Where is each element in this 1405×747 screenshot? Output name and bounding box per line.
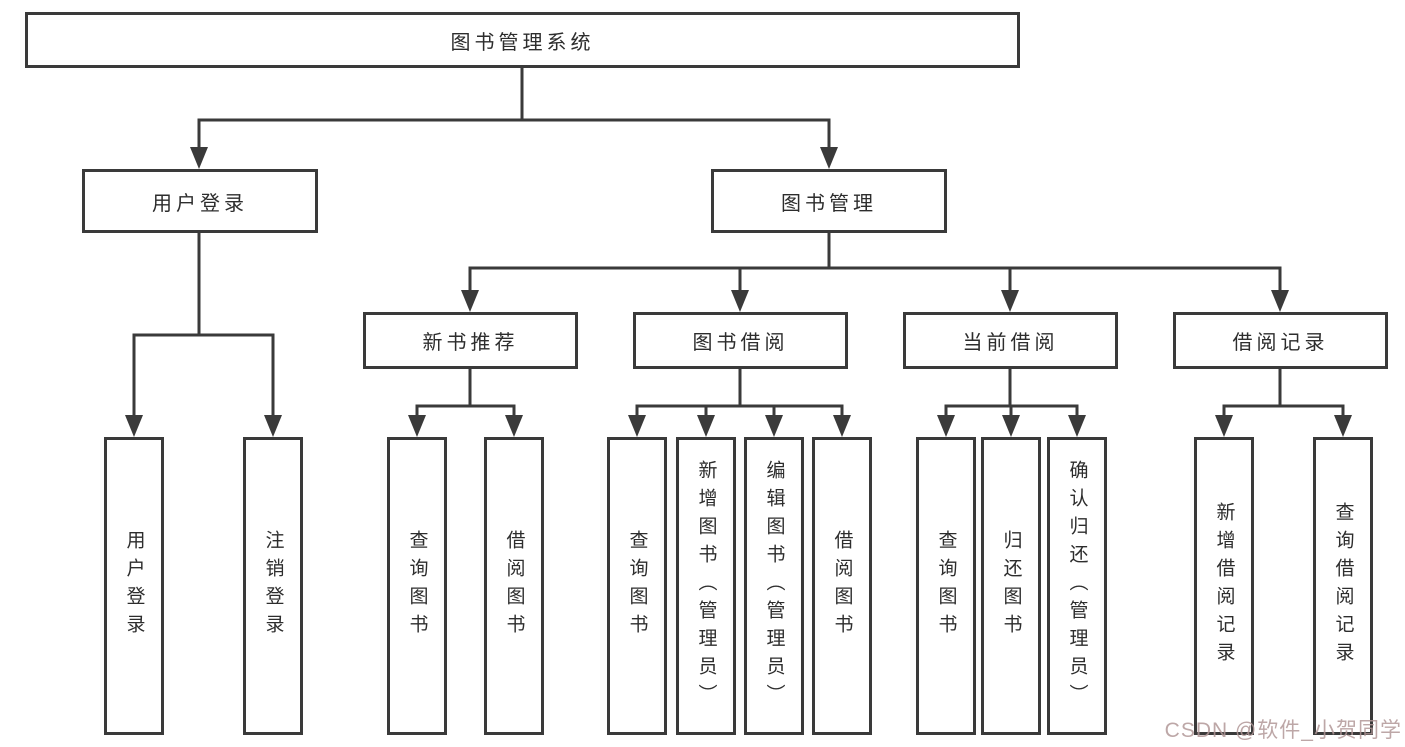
leaf-confirm-return-admin-label: 确认归还（管理员）	[1066, 460, 1088, 712]
node-user-login: 用户登录	[82, 169, 318, 233]
leaf-logout: 注销登录	[243, 437, 303, 735]
node-book-management: 图书管理	[711, 169, 947, 233]
leaf-logout-label: 注销登录	[262, 530, 284, 642]
node-current-borrowing: 当前借阅	[903, 312, 1118, 369]
leaf-add-book-admin: 新增图书（管理员）	[676, 437, 736, 735]
node-new-book-recommend: 新书推荐	[363, 312, 578, 369]
leaf-borrow-books-recommend-label: 借阅图书	[503, 530, 525, 642]
leaf-query-books-current-label: 查询图书	[935, 530, 957, 642]
leaf-borrow-books-borrow: 借阅图书	[812, 437, 872, 735]
node-book-management-label: 图书管理	[781, 192, 877, 215]
leaf-edit-book-admin-label: 编辑图书（管理员）	[763, 460, 785, 712]
node-book-borrowing-label: 图书借阅	[692, 332, 789, 354]
node-book-borrowing: 图书借阅	[633, 312, 848, 369]
leaf-query-borrow-record-label: 查询借阅记录	[1332, 502, 1354, 670]
leaf-query-borrow-record: 查询借阅记录	[1313, 437, 1373, 735]
leaf-query-books-borrow: 查询图书	[607, 437, 667, 735]
leaf-query-books-borrow-label: 查询图书	[626, 530, 648, 642]
node-root-label: 图书管理系统	[450, 31, 595, 54]
node-current-borrowing-label: 当前借阅	[962, 332, 1059, 354]
node-root-system: 图书管理系统	[25, 12, 1020, 68]
leaf-user-login-label: 用户登录	[123, 530, 145, 642]
node-borrowing-records-label: 借阅记录	[1232, 332, 1329, 354]
leaf-confirm-return-admin: 确认归还（管理员）	[1047, 437, 1107, 735]
csdn-watermark: CSDN @软件_小贺同学	[1164, 719, 1402, 742]
leaf-query-books-recommend-label: 查询图书	[406, 530, 428, 642]
leaf-add-borrow-record-label: 新增借阅记录	[1213, 502, 1235, 670]
leaf-edit-book-admin: 编辑图书（管理员）	[744, 437, 804, 735]
node-borrowing-records: 借阅记录	[1173, 312, 1388, 369]
leaf-borrow-books-recommend: 借阅图书	[484, 437, 544, 735]
node-user-login-label: 用户登录	[152, 192, 248, 215]
leaf-borrow-books-borrow-label: 借阅图书	[831, 530, 853, 642]
leaf-add-book-admin-label: 新增图书（管理员）	[695, 460, 717, 712]
leaf-user-login: 用户登录	[104, 437, 164, 735]
leaf-add-borrow-record: 新增借阅记录	[1194, 437, 1254, 735]
node-new-book-recommend-label: 新书推荐	[422, 332, 519, 354]
leaf-return-book-label: 归还图书	[1000, 530, 1022, 642]
leaf-return-book: 归还图书	[981, 437, 1041, 735]
leaf-query-books-current: 查询图书	[916, 437, 976, 735]
leaf-query-books-recommend: 查询图书	[387, 437, 447, 735]
